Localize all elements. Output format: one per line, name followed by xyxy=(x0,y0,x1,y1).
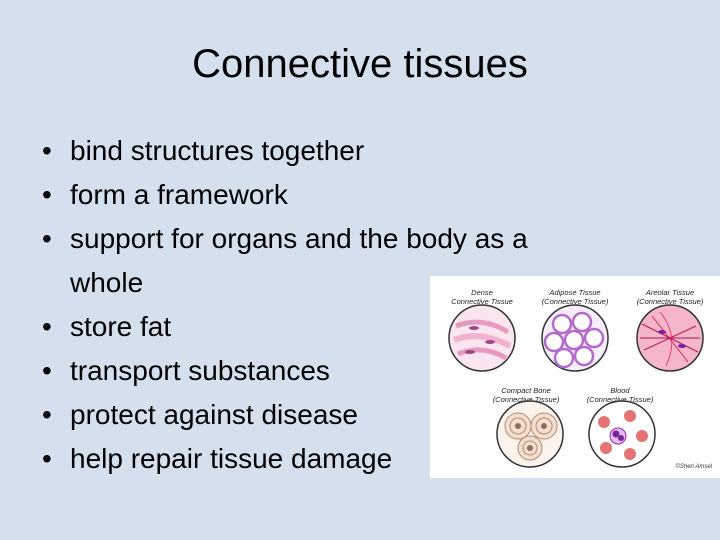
label-adipose-tissue: Adipose Tissue(Connective Tissue) xyxy=(541,288,609,306)
bullet-list: bind structures together form a framewor… xyxy=(42,129,602,481)
areolar-tissue-circle xyxy=(636,304,704,372)
bullet-item: support for organs and the body as a who… xyxy=(42,217,602,305)
label-blood: Blood(Connective Tissue) xyxy=(586,386,654,404)
blood-circle xyxy=(588,400,656,468)
bullet-item: bind structures together xyxy=(42,129,602,173)
bullet-item: protect against disease xyxy=(42,393,602,437)
bullet-item: transport substances xyxy=(42,349,602,393)
bullet-item: store fat xyxy=(42,305,602,349)
compact-bone-circle xyxy=(496,400,564,468)
adipose-tissue-circle xyxy=(541,304,609,372)
tissue-drawings xyxy=(448,304,704,468)
dense-tissue-circle xyxy=(448,304,516,372)
slide-title: Connective tissues xyxy=(192,42,528,86)
bullet-item: help repair tissue damage xyxy=(42,437,602,481)
label-areolar-tissue: Areolar Tissue(Connective Tissue) xyxy=(636,288,704,306)
image-credit: ©Sheri Amsel xyxy=(675,464,712,470)
label-compact-bone: Compact Bone(Connective Tissue) xyxy=(492,386,560,404)
bullet-item: form a framework xyxy=(42,173,602,217)
